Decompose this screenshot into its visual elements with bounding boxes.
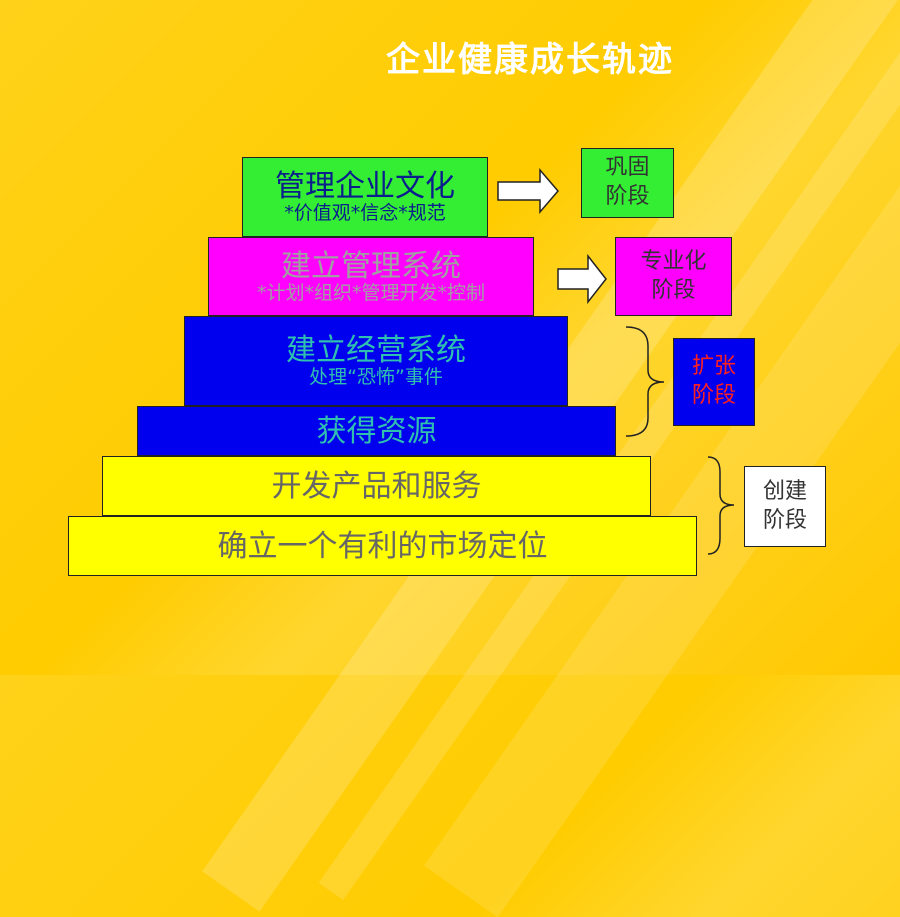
stage-expansion-label: 扩张 阶段 bbox=[691, 354, 736, 408]
tier-management-system-label: 建立管理系统 bbox=[281, 248, 461, 284]
tier-resources-label: 获得资源 bbox=[316, 413, 437, 449]
tier-operations-system: 建立经营系统 处理“恐怖”事件 bbox=[184, 316, 568, 406]
tier-management-system-sub: *计划*组织*管理开发*控制 bbox=[256, 281, 485, 304]
brace-right-icon bbox=[625, 326, 665, 437]
arrow-right-icon bbox=[557, 253, 607, 305]
tier-management-system: 建立管理系统 *计划*组织*管理开发*控制 bbox=[208, 237, 534, 316]
stage-specialization-label: 专业化 阶段 bbox=[640, 248, 707, 303]
tier-market-position: 确立一个有利的市场定位 bbox=[68, 516, 697, 576]
stage-specialization: 专业化 阶段 bbox=[615, 237, 732, 316]
tier-resources: 获得资源 bbox=[137, 406, 616, 456]
tier-culture-sub: *价值观*信念*规范 bbox=[284, 202, 446, 225]
tier-culture-label: 管理企业文化 bbox=[275, 169, 455, 205]
tier-operations-system-sub: 处理“恐怖”事件 bbox=[309, 366, 443, 389]
tier-operations-system-label: 建立经营系统 bbox=[286, 333, 466, 369]
stage-creation: 创建 阶段 bbox=[744, 466, 826, 547]
connectors bbox=[497, 167, 735, 555]
stage-expansion: 扩张 阶段 bbox=[673, 338, 755, 426]
stage-creation-label: 创建 阶段 bbox=[762, 478, 807, 533]
arrow-right-icon bbox=[497, 167, 559, 215]
tier-products: 开发产品和服务 bbox=[102, 456, 651, 516]
tier-culture: 管理企业文化 *价值观*信念*规范 bbox=[242, 157, 488, 237]
stage-consolidation: 巩固 阶段 bbox=[581, 148, 674, 218]
brace-right-icon bbox=[707, 456, 735, 555]
stage-consolidation-label: 巩固 阶段 bbox=[605, 155, 650, 209]
tier-products-label: 开发产品和服务 bbox=[271, 468, 482, 504]
page-title: 企业健康成长轨迹 bbox=[386, 40, 674, 80]
tier-market-position-label: 确立一个有利的市场定位 bbox=[217, 528, 548, 564]
